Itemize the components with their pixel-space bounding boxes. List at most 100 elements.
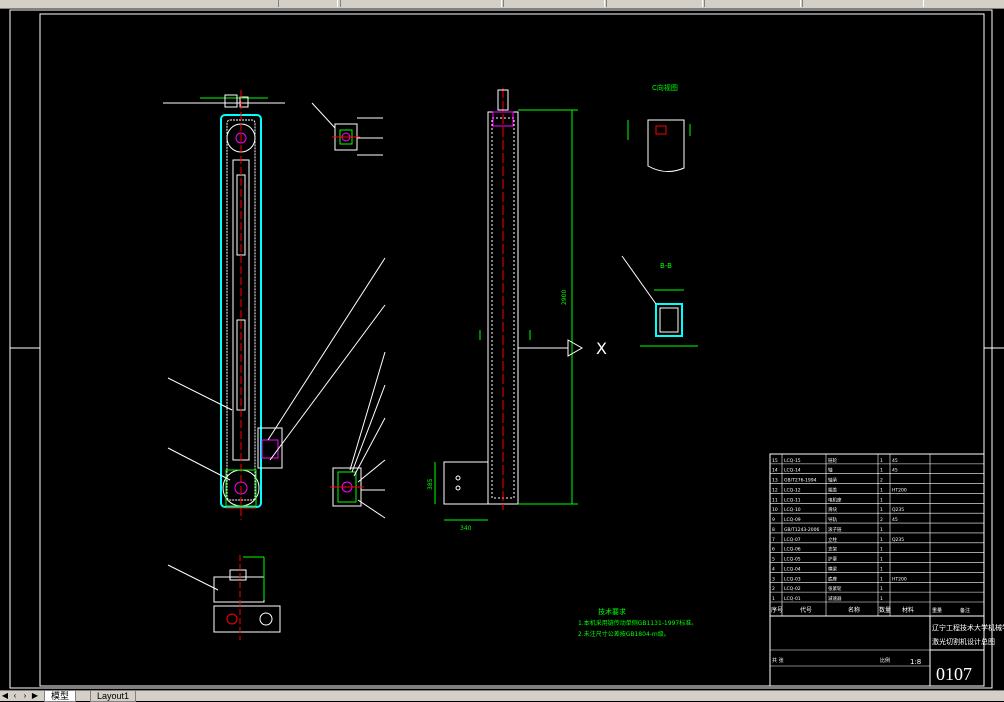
parts-cell-name: 滚子链	[828, 526, 842, 533]
header-code: 代号	[800, 606, 812, 614]
parts-cell-name: 轴	[828, 467, 833, 474]
parts-cell-no: 3	[772, 576, 775, 582]
detail-view-bottom	[330, 351, 386, 519]
parts-cell-name: 链轮	[828, 457, 837, 464]
cad-drawing-canvas[interactable]: X 2900 340 385 C向视图 B-B 技术要求 1.本机采用链传动单侧…	[0, 8, 1004, 690]
drawing-number: 0107	[936, 664, 972, 684]
parts-cell-mat: HT200	[892, 487, 907, 493]
parts-cell-name: 立柱	[828, 536, 837, 543]
base-detail-view	[213, 555, 281, 640]
header-material: 材料	[902, 606, 914, 614]
header-remark: 备注	[960, 607, 970, 614]
header-weight: 重量	[932, 607, 942, 614]
parts-cell-mat: 45	[892, 468, 898, 474]
parts-cell-mat: 45	[892, 458, 898, 464]
parts-cell-no: 10	[772, 507, 778, 513]
parts-cell-name: 底座	[828, 575, 837, 582]
title-block	[769, 453, 985, 687]
side-view-column	[434, 88, 584, 521]
toolbar-segment[interactable]	[802, 0, 924, 7]
section-c-title: C向视图	[652, 83, 678, 92]
scale-label: 比例	[880, 657, 890, 664]
section-bb-title: B-B	[660, 262, 672, 270]
cad-drawing: X 2900 340 385 C向视图 B-B 技术要求 1.本机采用链传动单侧…	[9, 9, 1004, 689]
parts-cell-qty: 1	[880, 547, 883, 553]
parts-cell-qty: 1	[880, 586, 883, 592]
parts-cell-no: 1	[772, 596, 775, 602]
dim-side: 385	[427, 478, 434, 490]
axis-x-label: X	[596, 339, 607, 358]
tab-prev-icon[interactable]: ‹	[13, 691, 17, 700]
parts-cell-qty: 1	[880, 537, 883, 543]
toolbar-segment[interactable]	[278, 0, 338, 7]
parts-cell-no: 2	[772, 586, 775, 592]
parts-cell-name: 导轨	[828, 516, 837, 523]
parts-cell-qty: 1	[880, 468, 883, 474]
parts-cell-qty: 1	[880, 507, 883, 513]
parts-cell-qty: 1	[880, 576, 883, 582]
parts-cell-no: 5	[772, 557, 775, 563]
parts-cell-code: LCQ-15	[784, 458, 801, 464]
parts-cell-name: 滑块	[828, 506, 837, 513]
tech-note-2: 2.未注尺寸公差按GB1804-m级。	[578, 630, 670, 638]
parts-cell-qty: 1	[880, 497, 883, 503]
parts-cell-code: LCQ-06	[784, 547, 801, 553]
detail-view-top	[311, 102, 383, 156]
parts-cell-no: 9	[772, 517, 775, 523]
inner-frame	[39, 13, 985, 687]
parts-cell-code: LCQ-09	[784, 517, 801, 523]
parts-cell-code: LCQ-12	[784, 487, 801, 493]
parts-cell-no: 11	[772, 497, 778, 503]
parts-cell-no: 4	[772, 566, 775, 572]
tab-model[interactable]: 模型	[44, 691, 77, 702]
parts-cell-mat: HT200	[892, 576, 907, 582]
parts-cell-name: 护罩	[828, 556, 837, 563]
toolbar-segment[interactable]	[340, 0, 502, 7]
tech-note-1: 1.本机采用链传动单侧GB1131-1997标准。	[578, 619, 697, 627]
parts-cell-qty: 1	[880, 458, 883, 464]
parts-cell-code: LCQ-14	[784, 468, 801, 474]
parts-cell-name: 轴承	[828, 477, 837, 484]
parts-cell-code: LCQ-11	[784, 497, 801, 503]
window-toolbar-strip	[0, 0, 1004, 9]
parts-cell-no: 15	[772, 458, 778, 464]
school-name: 辽宁工程技术大学机械学院	[932, 623, 1004, 632]
parts-cell-no: 13	[772, 478, 778, 484]
parts-cell-qty: 1	[880, 557, 883, 563]
parts-cell-no: 12	[772, 487, 778, 493]
header-name: 名称	[848, 606, 860, 614]
front-view-column	[163, 90, 285, 520]
tech-title: 技术要求	[598, 607, 626, 616]
section-c-view	[627, 119, 691, 172]
parts-cell-no: 7	[772, 537, 775, 543]
layout-tab-bar: ◀ ‹ › ▶ 模型 Layout1	[0, 690, 1004, 702]
header-qty: 数量	[879, 606, 891, 614]
tab-last-icon[interactable]: ▶	[31, 691, 39, 700]
sheet-label: 共 张	[772, 657, 784, 664]
dim-base: 340	[460, 525, 472, 532]
parts-cell-qty: 2	[880, 478, 883, 484]
parts-cell-qty: 1	[880, 566, 883, 572]
parts-cell-name: 横梁	[828, 565, 837, 572]
outer-frame	[9, 9, 993, 689]
toolbar-segment[interactable]	[503, 0, 605, 7]
parts-cell-code: LCQ-07	[784, 537, 801, 543]
parts-cell-name: 电机座	[828, 496, 842, 503]
parts-cell-mat: 45	[892, 517, 898, 523]
toolbar-segment[interactable]	[606, 0, 703, 7]
parts-cell-code: LCQ-05	[784, 557, 801, 563]
tab-layout1[interactable]: Layout1	[90, 691, 137, 702]
parts-cell-name: 端盖	[828, 486, 837, 493]
parts-cell-no: 6	[772, 547, 775, 553]
toolbar-segment[interactable]	[704, 0, 801, 7]
leader-lines	[165, 102, 386, 591]
parts-cell-qty: 1	[880, 596, 883, 602]
parts-cell-code: LCQ-03	[784, 576, 801, 582]
drawing-name: 激光切割机设计总图	[932, 637, 995, 646]
scale-value: 1:8	[910, 658, 921, 666]
parts-cell-no: 8	[772, 527, 775, 533]
tab-first-icon[interactable]: ◀	[1, 691, 9, 700]
tab-next-icon[interactable]: ›	[23, 691, 27, 700]
parts-cell-name: 支架	[828, 546, 837, 553]
